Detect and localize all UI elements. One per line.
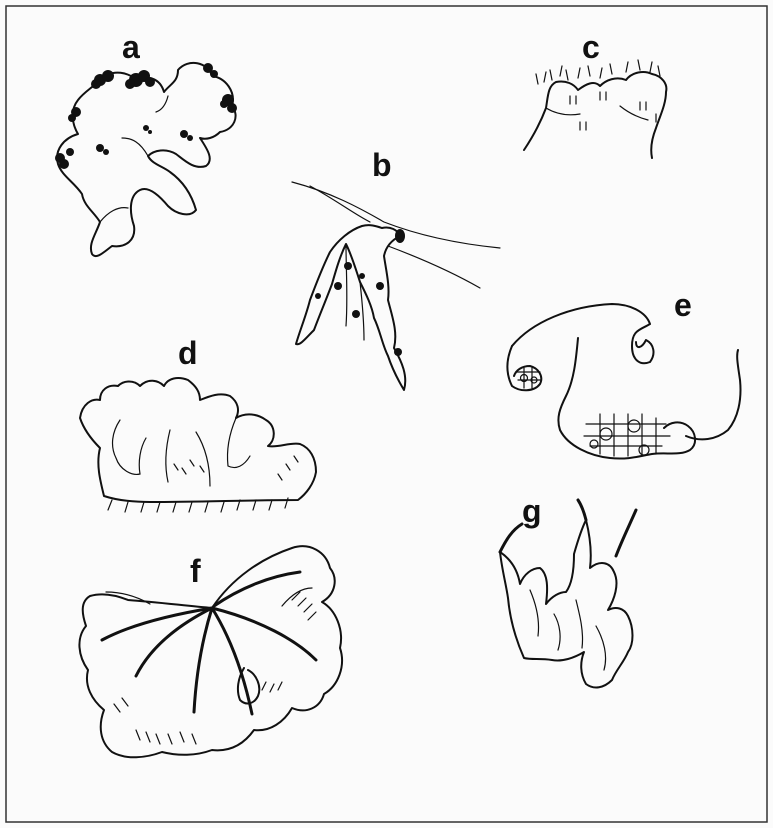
thallus-drawing-f <box>79 546 342 757</box>
panel-label-b: b <box>372 147 392 183</box>
panel-label-g: g <box>522 493 542 529</box>
panel-d: d <box>80 335 316 512</box>
thallus-drawing-g <box>500 500 636 687</box>
plate-border <box>6 6 767 822</box>
panel-label-d: d <box>178 335 198 371</box>
lobe-drawing-c <box>524 72 666 158</box>
panel-label-f: f <box>190 553 201 589</box>
lichen-drawing-b <box>296 225 405 390</box>
panel-label-a: a <box>122 29 140 65</box>
panel-f: f <box>79 546 342 757</box>
thallus-drawing-a <box>57 63 235 256</box>
panel-c: c <box>524 29 666 158</box>
rhizines-d <box>108 456 298 512</box>
panel-g: g <box>500 493 636 687</box>
panel-a: a <box>55 29 237 256</box>
isidia-c <box>536 60 660 130</box>
cells-e <box>516 368 670 456</box>
thallus-drawing-d <box>80 378 316 502</box>
panel-e: e <box>508 287 741 459</box>
panel-label-c: c <box>582 29 600 65</box>
lobe-drawing-e <box>508 304 741 459</box>
panel-label-e: e <box>674 287 692 323</box>
panel-b: b <box>292 147 500 390</box>
